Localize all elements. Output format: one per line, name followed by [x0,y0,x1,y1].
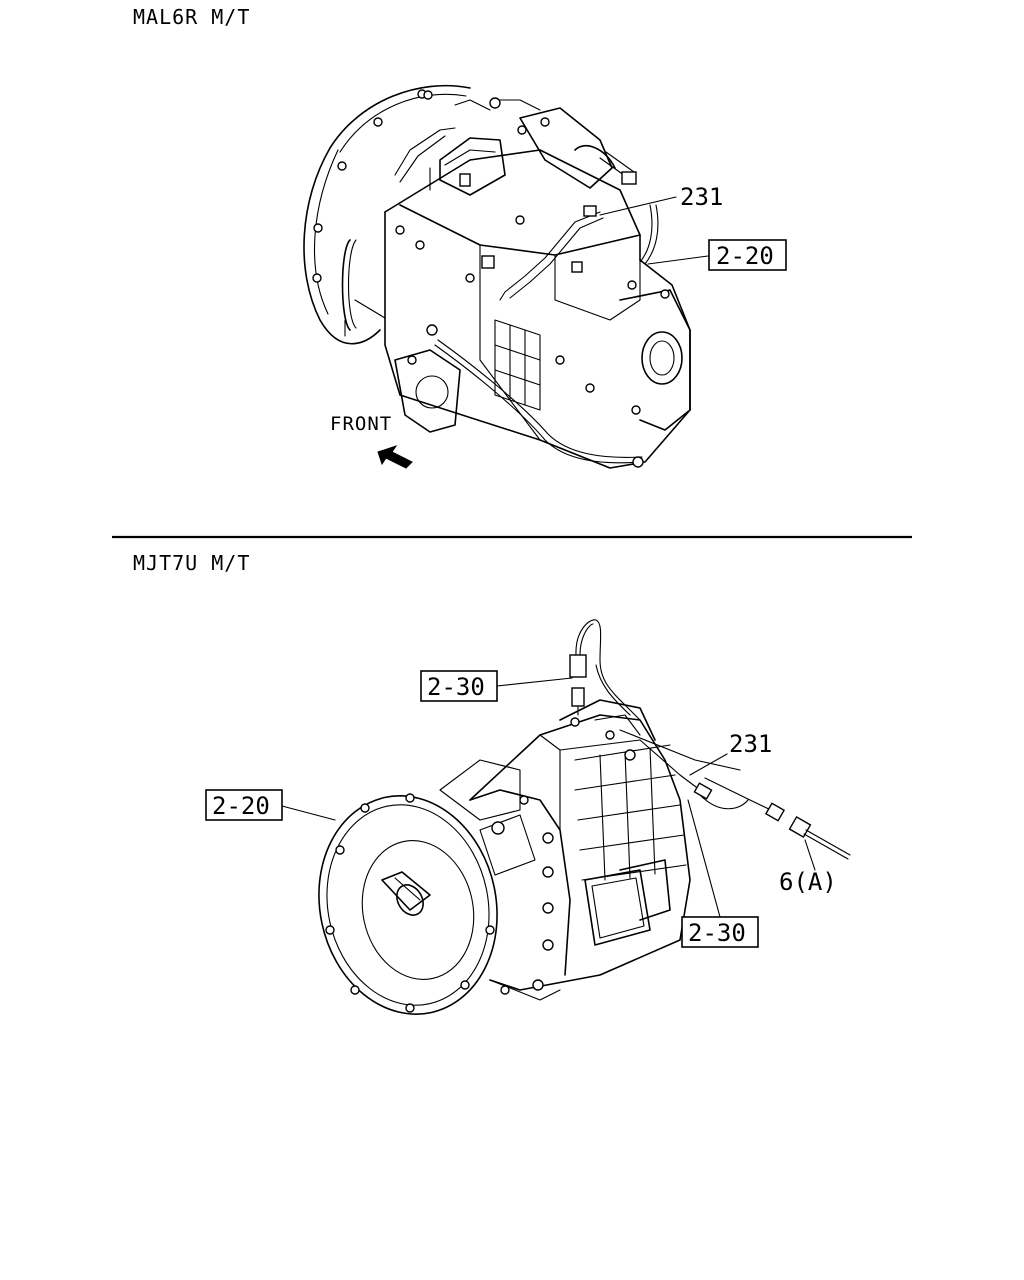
front-arrow-icon [377,445,413,469]
leader-2-20-mjt7u [281,805,336,821]
leader-231-mjt7u [689,753,728,776]
leader-231-mal6r [599,196,677,216]
callout-231-mal6r: 231 [680,183,723,211]
ref-box-2-20-mjt7u[interactable] [205,789,283,821]
leader-6a [804,839,816,871]
section-title-mal6r: MAL6R M/T [133,5,250,29]
ref-2-20-mal6r[interactable]: 2-20 [716,242,774,270]
front-label: FRONT [330,413,392,435]
ref-2-20-mjt7u[interactable]: 2-20 [212,792,270,820]
ref-box-2-30-bottom[interactable] [681,916,759,948]
section-title-mjt7u: MJT7U M/T [133,551,250,575]
callout-231-mjt7u: 231 [729,730,772,758]
mal6r-transmission-illustration [303,84,691,469]
callout-6a: 6(A) [779,868,837,896]
ref-2-30-bottom[interactable]: 2-30 [688,919,746,947]
leader-2-30-bottom [687,799,721,918]
mjt7u-transmission-illustration [318,619,851,1015]
ref-box-2-30-top[interactable] [420,670,498,702]
ref-box-2-20-mal6r[interactable] [708,239,787,271]
leader-2-30-top [496,677,573,687]
ref-2-30-top[interactable]: 2-30 [427,673,485,701]
leader-2-20-mal6r [647,255,709,265]
